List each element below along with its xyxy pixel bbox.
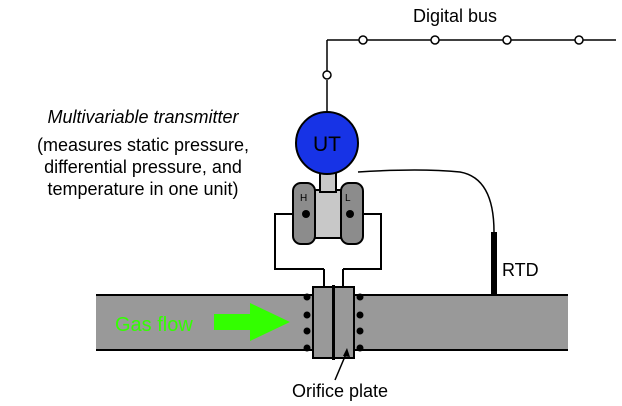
- gas-flow-label: Gas flow: [115, 314, 193, 336]
- flange-bolt: [356, 344, 364, 352]
- flange-bolt: [303, 293, 311, 301]
- flange-bolts-left: [303, 293, 311, 352]
- flange-bolts-right: [356, 293, 364, 352]
- bus-node: [430, 35, 440, 45]
- impulse-line-low: [343, 213, 382, 270]
- bus-node: [358, 35, 368, 45]
- orifice-pointer-arrowhead: [343, 348, 350, 357]
- impulse-line-high: [274, 213, 324, 270]
- transmitter-description-line-3: temperature in one unit): [47, 179, 238, 199]
- flange-bolt: [303, 311, 311, 319]
- low-port-label: L: [345, 193, 351, 204]
- bus-drop-node: [322, 70, 332, 80]
- bus-node: [574, 35, 584, 45]
- flange-bolt: [356, 311, 364, 319]
- digital-bus-label: Digital bus: [413, 6, 497, 26]
- low-port-dot: [346, 210, 354, 218]
- orifice-flange-downstream: [333, 286, 355, 359]
- transmitter-description-line-2: differential pressure, and: [44, 157, 242, 177]
- transmitter-title: Multivariable transmitter: [47, 107, 239, 127]
- high-port-dot: [302, 210, 310, 218]
- rtd-cable: [357, 169, 495, 233]
- gas-flow-arrow-icon: [214, 303, 290, 341]
- ut-label: UT: [313, 133, 341, 156]
- bus-node: [502, 35, 512, 45]
- high-port-label: H: [300, 193, 307, 204]
- flange-bolt: [303, 327, 311, 335]
- flange-bolt: [356, 293, 364, 301]
- orifice-plate-label: Orifice plate: [292, 381, 388, 401]
- transmitter-description-line-1: (measures static pressure,: [37, 135, 249, 155]
- orifice-flange-upstream: [312, 286, 334, 359]
- rtd-probe: [491, 232, 497, 296]
- flange-bolt: [303, 344, 311, 352]
- rtd-label: RTD: [502, 260, 539, 280]
- orifice-pointer-line: [334, 353, 347, 381]
- flange-bolt: [356, 327, 364, 335]
